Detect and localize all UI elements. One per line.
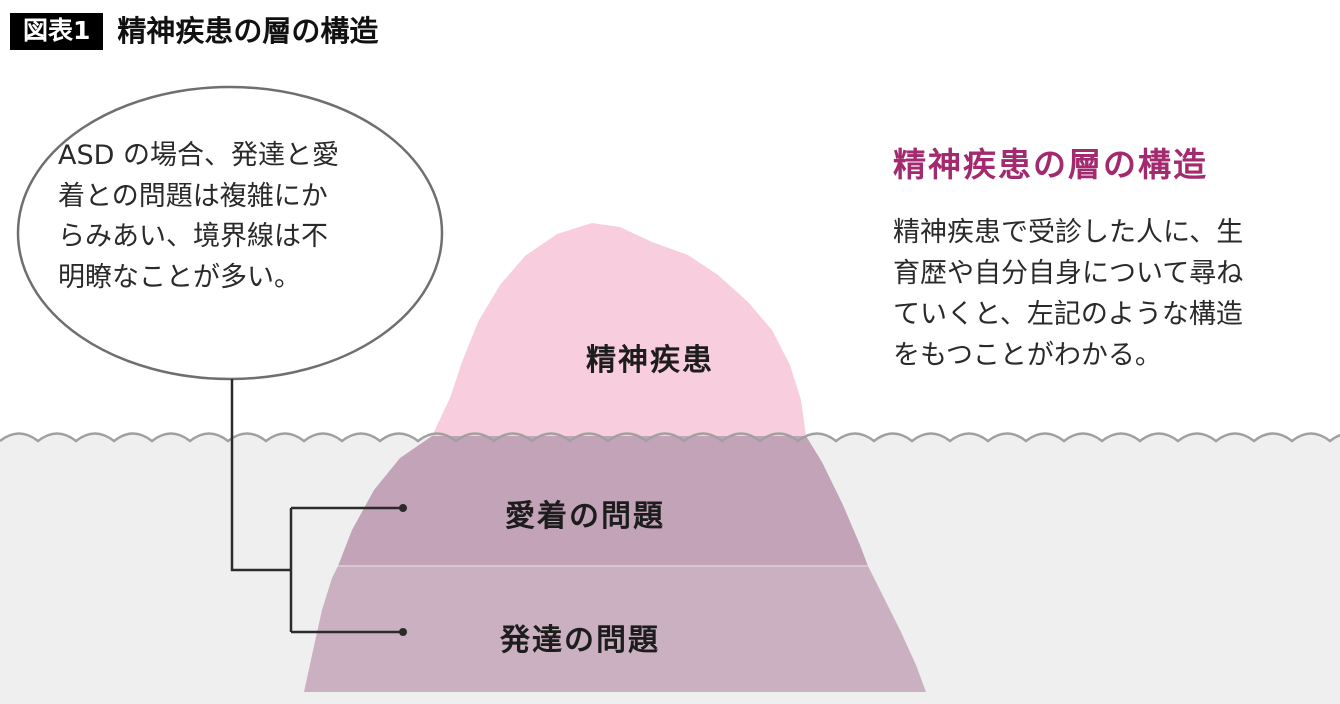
- layer-label-mental-illness: 精神疾患: [586, 343, 714, 378]
- figure-title: 精神疾患の層の構造: [117, 14, 379, 48]
- speech-bubble: [16, 85, 444, 381]
- iceberg-middle-layer: [338, 436, 868, 566]
- speech-bubble-text: ASD の場合、発達と愛 着との問題は複雑にか らみあい、境界線は不 明瞭なこと…: [58, 140, 339, 293]
- layer-label-development: 発達の問題: [500, 623, 660, 658]
- side-panel-heading: 精神疾患の層の構造: [893, 145, 1208, 184]
- water-surface-line: [0, 432, 1340, 443]
- figure-number-badge: 図表1: [10, 13, 104, 50]
- layer-label-attachment: 愛着の問題: [505, 499, 665, 534]
- development-dot: [399, 628, 407, 636]
- attachment-dot: [399, 504, 407, 512]
- bubble-stem-line: [230, 379, 291, 572]
- connector-lines: [230, 379, 407, 636]
- side-panel-body: 精神疾患で受診した人に、生 育歴や自分自身について尋ね ていくと、左記のような構…: [893, 217, 1244, 372]
- iceberg-tip: [432, 223, 806, 436]
- iceberg-shape: [304, 223, 926, 692]
- figure-header: 図表1 精神疾患の層の構造: [10, 13, 378, 50]
- iceberg-bottom-layer: [304, 566, 926, 692]
